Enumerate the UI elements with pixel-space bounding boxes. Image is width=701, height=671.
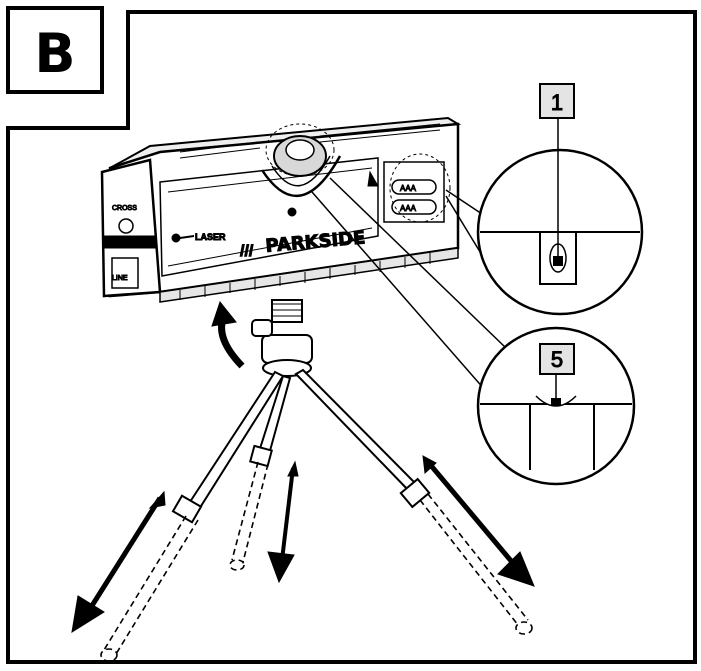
side-marker-icon bbox=[367, 170, 379, 187]
extended-legs bbox=[100, 461, 533, 662]
tripod bbox=[171, 299, 431, 524]
magnifier-callout-1: 1 bbox=[476, 83, 644, 316]
arrow-right-out bbox=[497, 551, 535, 587]
callout-box-5 bbox=[539, 343, 575, 375]
arrow-middle-out bbox=[267, 551, 295, 584]
battery-label-2: AAA bbox=[400, 204, 417, 213]
laser-label: LASER bbox=[195, 232, 226, 242]
figure-label-box bbox=[6, 6, 104, 94]
bubble-indicator-5 bbox=[551, 398, 561, 406]
bubble-indicator-1 bbox=[553, 256, 563, 266]
callout-box-1 bbox=[539, 83, 575, 119]
device-bottom-rail bbox=[159, 247, 459, 303]
line-button bbox=[111, 257, 139, 289]
switch-strip bbox=[103, 235, 157, 249]
laser-level-device: CROSS LINE LASER /// PARKSIDE AAA AAA bbox=[100, 116, 462, 303]
tripod-head bbox=[261, 334, 313, 364]
leg-extension-foot-left bbox=[100, 648, 118, 662]
brand-logo-mark: /// bbox=[240, 243, 254, 260]
tripod-mount-screw bbox=[271, 299, 303, 323]
movement-arrows bbox=[71, 300, 535, 634]
laser-indicator-icon bbox=[171, 233, 181, 243]
battery-1 bbox=[391, 179, 437, 195]
battery-label-1: AAA bbox=[400, 184, 417, 193]
cross-label: CROSS bbox=[112, 205, 137, 212]
leg-extension-right bbox=[419, 493, 529, 626]
outer-frame bbox=[6, 10, 697, 664]
callout-number-1: 1 bbox=[551, 90, 563, 115]
callout-number-5: 5 bbox=[551, 347, 563, 372]
leg-extension-left bbox=[103, 515, 199, 655]
battery-2 bbox=[391, 199, 437, 215]
cross-button bbox=[118, 218, 134, 234]
figure-label: B bbox=[34, 22, 75, 85]
leg-foot-middle bbox=[249, 444, 273, 468]
leg-foot-left bbox=[171, 494, 203, 524]
line-label: LINE bbox=[112, 275, 128, 282]
tripod-leg-right bbox=[294, 368, 420, 494]
tripod-lock-knob bbox=[251, 319, 273, 337]
leg-extension-foot-middle bbox=[229, 559, 245, 571]
leg-extension-middle bbox=[231, 461, 269, 563]
vial-arch bbox=[260, 155, 342, 198]
rotation-arrow-head bbox=[211, 300, 237, 327]
vial-highlight bbox=[265, 123, 335, 177]
battery-highlight bbox=[389, 153, 451, 223]
magnifier-callout-5: 5 bbox=[476, 326, 636, 486]
leg-extension-foot-right bbox=[515, 621, 533, 635]
arrow-left-out bbox=[71, 595, 105, 634]
vial-marker-icon bbox=[287, 207, 297, 217]
